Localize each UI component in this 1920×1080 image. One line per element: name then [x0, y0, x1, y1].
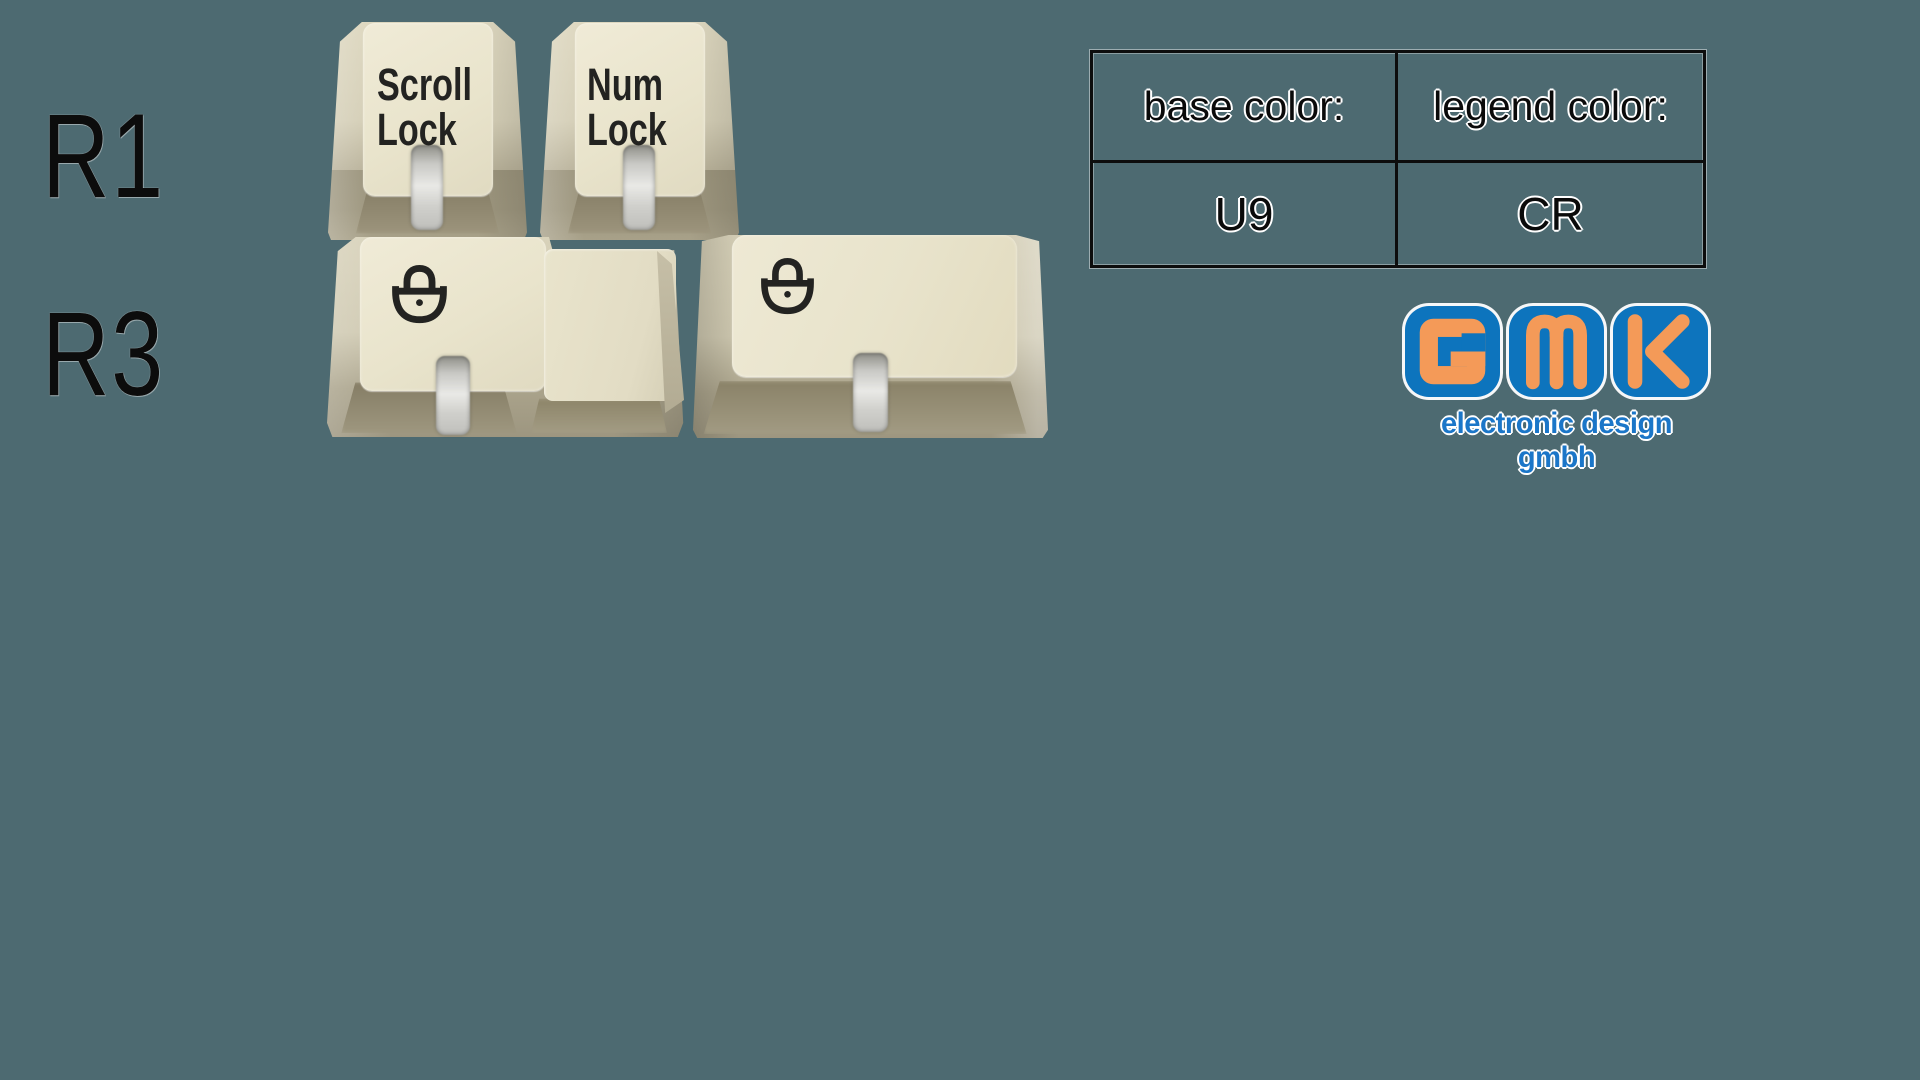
- switch-stem: [411, 145, 443, 230]
- gmk-logo: electronic design gmbh: [1405, 306, 1708, 474]
- spec-value-legend-color: CR: [1517, 188, 1584, 240]
- gmk-logo-tile-k: [1613, 306, 1708, 397]
- row-label-r3: R3: [42, 287, 165, 421]
- keycap-stepped-lock: [327, 235, 685, 437]
- switch-stem: [623, 145, 655, 230]
- gmk-logo-tagline: electronic design gmbh: [1440, 407, 1673, 474]
- keycap-wide-lock: [693, 235, 1048, 438]
- spec-table: base color: legend color: U9 CR: [1090, 50, 1706, 268]
- row-label-r1: R1: [42, 89, 165, 223]
- spec-value-base-color: U9: [1093, 163, 1398, 265]
- gmk-logo-tiles: [1405, 306, 1708, 397]
- switch-stem: [853, 353, 888, 432]
- keycap-step-shadow: [531, 398, 668, 433]
- keycap-step-face: [544, 249, 676, 401]
- lock-icon: [391, 265, 448, 325]
- switch-stem: [436, 356, 470, 435]
- gmk-logo-tile-g: [1405, 306, 1500, 397]
- gmk-logo-tile-m: [1509, 306, 1604, 397]
- spec-header-base-color: base color:: [1093, 53, 1398, 163]
- spec-header-legend-color: legend color:: [1398, 53, 1703, 163]
- lock-icon: [760, 258, 815, 315]
